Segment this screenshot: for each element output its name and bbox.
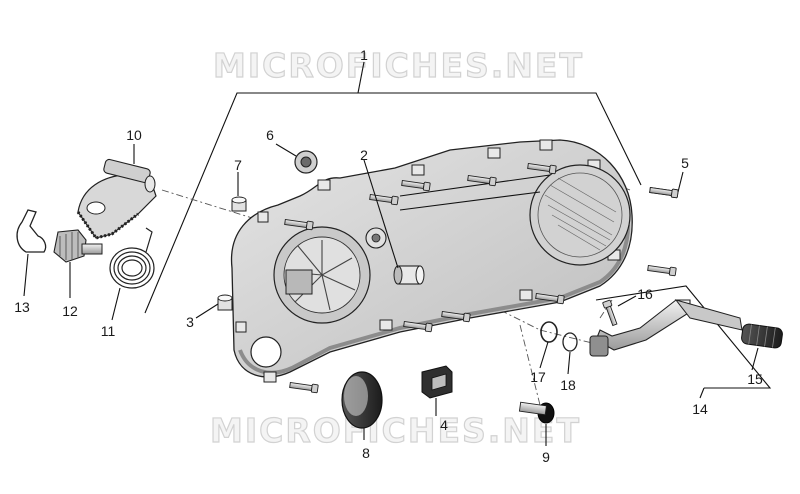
callout-labels: 1 2 3 4 5 6 7 8 9 10 11 12 13 14 15 16 1…	[14, 47, 763, 465]
callout-17: 17	[530, 369, 546, 385]
callout-6: 6	[266, 127, 274, 143]
callout-5: 5	[681, 155, 689, 171]
axis-line-part-9	[519, 324, 541, 406]
callout-12: 12	[62, 303, 78, 319]
callout-7: 7	[234, 157, 242, 173]
spring-clip-part-13	[16, 209, 47, 253]
callout-8: 8	[362, 445, 370, 461]
callout-9: 9	[542, 449, 550, 465]
callout-3: 3	[186, 314, 194, 330]
leader-lines	[23, 143, 759, 446]
kick-gear-part-10	[76, 158, 157, 240]
pin-part-9	[518, 401, 555, 424]
washer-part-17	[540, 321, 558, 343]
bolt-part-16	[602, 299, 618, 327]
kick-spring-part-11	[109, 227, 155, 289]
callout-4: 4	[440, 417, 448, 433]
watermark-top: MICROFICHES.NET	[213, 46, 584, 85]
dowel-part-7	[231, 196, 247, 212]
callout-15: 15	[747, 371, 763, 387]
plug-cap-part-8	[341, 371, 383, 429]
clip-part-4	[421, 365, 453, 399]
callout-18: 18	[560, 377, 576, 393]
callout-1: 1	[360, 47, 368, 63]
callout-14: 14	[692, 401, 708, 417]
callout-2: 2	[360, 147, 368, 163]
circlip-part-18	[562, 332, 578, 352]
kick-rubber-part-15	[741, 323, 783, 349]
dowel-part-3	[217, 294, 233, 311]
callout-13: 13	[14, 299, 30, 315]
transmission-cover	[230, 139, 633, 383]
leader-14	[699, 387, 705, 399]
watermark-bottom: MICROFICHES.NET	[210, 411, 581, 450]
bolt-part-5	[648, 185, 679, 199]
axis-line-lower	[419, 269, 541, 331]
kick-assembly-bracket	[595, 285, 772, 389]
assembly-bracket-line	[144, 92, 642, 314]
kick-lever-part-14	[589, 299, 743, 357]
callout-10: 10	[126, 127, 142, 143]
oil-seal-part-6	[294, 150, 318, 174]
pinion-part-12	[53, 229, 103, 263]
leader-1	[357, 61, 365, 94]
bushing-part-2	[393, 265, 425, 285]
callout-16: 16	[637, 286, 653, 302]
callout-11: 11	[101, 323, 116, 339]
